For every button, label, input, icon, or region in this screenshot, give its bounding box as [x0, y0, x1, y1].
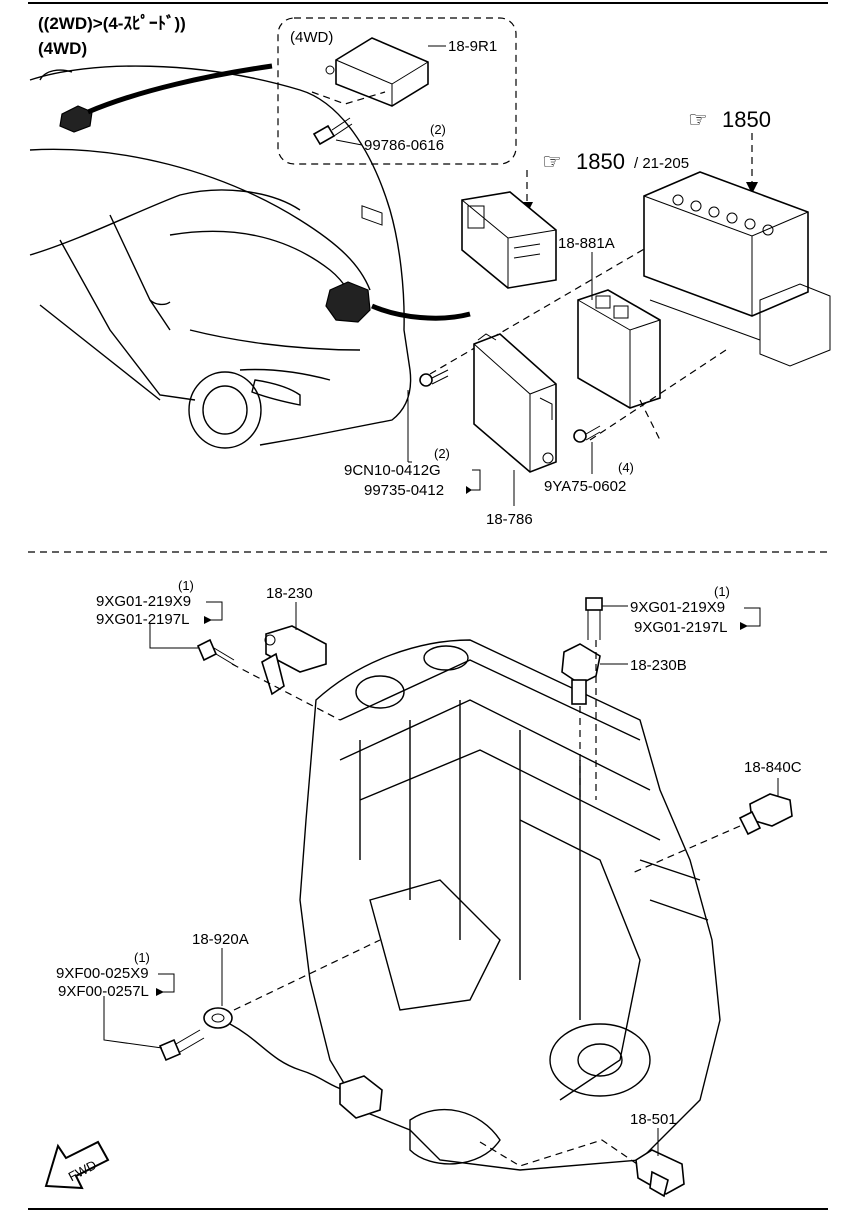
- cam-bolt-left-part2: 9XG01-2197L: [96, 611, 189, 628]
- temp-sensor-label: 18-840C: [744, 759, 802, 776]
- inset-bolt-qty: (2): [430, 122, 446, 137]
- battery-ref-label: 1850: [722, 107, 771, 132]
- cam-bolt-right-bracket: [744, 607, 761, 627]
- vehicle-outline: [29, 65, 412, 449]
- knock-bolt-bracket-arrow: [156, 988, 164, 996]
- module-dash-guide-3: [639, 399, 661, 441]
- cam-bolt-right: [585, 597, 603, 640]
- cam-bolt-right-part1: 9XG01-219X9: [630, 599, 725, 616]
- leader-to-modules: [371, 303, 471, 321]
- screw-right-part: 9YA75-0602: [544, 478, 626, 495]
- box-ref-suffix: / 21-205: [634, 155, 689, 172]
- cam-sensor-left-label: 18-230: [266, 585, 313, 602]
- cam-bolt-left-bracket-arrow: [204, 616, 212, 624]
- knock-sensor-dash-guide: [233, 939, 381, 1011]
- temp-sensor-part: [738, 793, 793, 836]
- temp-sensor-dash-guide: [629, 825, 741, 875]
- inset-title: (4WD): [290, 29, 333, 46]
- cam-bolt-right-bracket-arrow: [740, 622, 748, 630]
- inset-dash-guide: [311, 91, 386, 105]
- screw-left-part2: 99735-0412: [364, 482, 444, 499]
- header-drive: (4WD): [38, 39, 87, 58]
- battery-ref-arrowhead: [746, 182, 758, 194]
- cam-sensor-left-part: [261, 625, 327, 696]
- knock-bolt-leader: [103, 996, 163, 1049]
- cam-bolt-left-leader: [149, 624, 198, 649]
- module-786-label: 18-786: [486, 511, 533, 528]
- cam-sensor-right-part: [561, 643, 601, 705]
- screw-left: [419, 369, 449, 387]
- crank-sensor-dash-guide: [479, 1139, 641, 1167]
- cam-bolt-right-qty: (1): [714, 584, 730, 599]
- inset-bolt: [312, 117, 353, 146]
- inset-4wd-box: [277, 17, 517, 165]
- ref-hand-icon-box: ☞: [542, 149, 562, 174]
- ref-hand-icon-battery: ☞: [688, 107, 708, 132]
- module-location-mark: [59, 105, 93, 133]
- cam-bolt-left-part1: 9XG01-219X9: [96, 593, 191, 610]
- knock-bolt: [158, 1029, 205, 1062]
- screw-right-qty: (4): [618, 460, 634, 475]
- transfer-module-part: [325, 37, 429, 226]
- screw-left-bracket-arrow: [466, 486, 472, 494]
- knock-bolt-bracket: [158, 973, 175, 993]
- screw-left-part1: 9CN10-0412G: [344, 462, 441, 479]
- knock-bolt-qty: (1): [134, 950, 150, 965]
- module-dash-guide-2: [589, 349, 727, 441]
- inset-part-label: 18-9R1: [448, 38, 497, 55]
- screw-left-bracket: [470, 469, 481, 491]
- cam-left-dash-guide: [231, 663, 341, 721]
- leader-to-inset: [87, 63, 273, 115]
- knock-bolt-part2: 9XF00-0257L: [58, 983, 149, 1000]
- fuse-box-part: [461, 191, 557, 289]
- module-881a-part: [577, 289, 661, 409]
- header-variant: ((2WD)>(4-ｽﾋﾟｰﾄﾞ)): [38, 13, 186, 33]
- engine-block: [299, 639, 721, 1171]
- cam-bolt-left: [196, 638, 237, 667]
- module-dash-guide-1: [429, 247, 647, 375]
- inset-bolt-leader: [335, 139, 363, 146]
- module-786-part: [473, 333, 557, 473]
- crank-sensor-label: 18-501: [630, 1111, 677, 1128]
- knock-sensor-label: 18-920A: [192, 931, 249, 948]
- inset-bolt-part: 99786-0616: [364, 137, 444, 154]
- fwd-arrow-icon: [44, 1140, 110, 1190]
- module-881a-label: 18-881A: [558, 235, 615, 252]
- cam-bolt-left-bracket: [206, 601, 223, 621]
- fwd-label: FWD: [66, 1157, 99, 1184]
- cam-bolt-left-qty: (1): [178, 578, 194, 593]
- engine-bay-location-mark: [325, 281, 371, 323]
- cam-bolt-right-part2: 9XG01-2197L: [634, 619, 727, 636]
- knock-bolt-part1: 9XF00-025X9: [56, 965, 149, 982]
- crank-sensor-part: [635, 1149, 685, 1198]
- knock-sensor-part: [203, 1007, 383, 1119]
- screw-left-qty: (2): [434, 446, 450, 461]
- cam-sensor-right-label: 18-230B: [630, 657, 687, 674]
- battery-part: [643, 171, 831, 367]
- screw-right: [573, 425, 601, 443]
- box-ref-label: 1850: [576, 149, 625, 174]
